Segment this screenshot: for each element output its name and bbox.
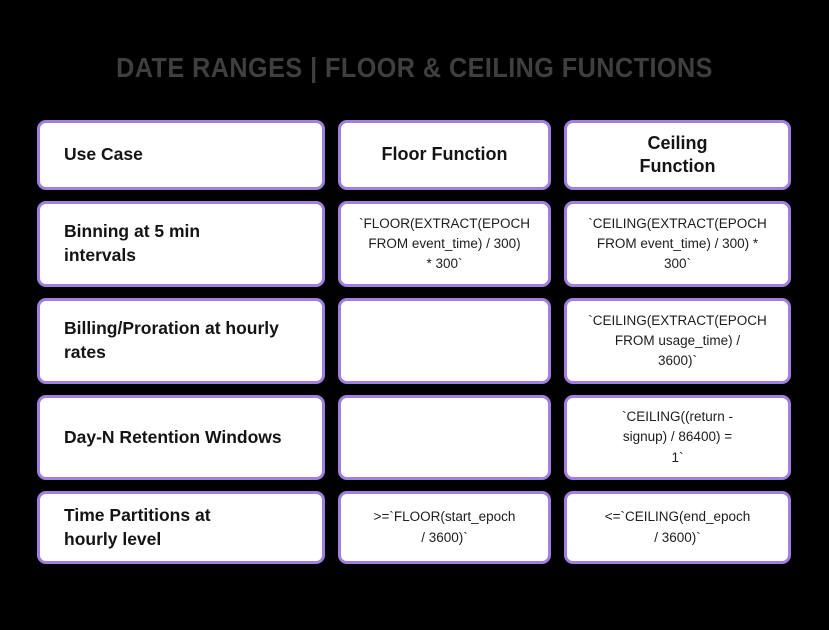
comparison-table: Use Case Floor Function Ceiling Function… [37, 120, 791, 564]
row-billing-floor-empty [338, 298, 551, 384]
row-retention-ceiling-code: `CEILING((return - signup) / 86400) = 1` [564, 395, 791, 480]
row-billing-ceiling-code: `CEILING(EXTRACT(EPOCH FROM usage_time) … [564, 298, 791, 384]
row-retention-floor-empty [338, 395, 551, 480]
row-binning-floor-code: `FLOOR(EXTRACT(EPOCH FROM event_time) / … [338, 201, 551, 287]
header-use-case: Use Case [37, 120, 325, 190]
row-billing-use-case: Billing/Proration at hourly rates [37, 298, 325, 384]
row-partitions-use-case: Time Partitions at hourly level [37, 491, 325, 564]
row-partitions-floor-code: >=`FLOOR(start_epoch / 3600)` [338, 491, 551, 564]
row-retention-use-case: Day-N Retention Windows [37, 395, 325, 480]
row-binning-use-case: Binning at 5 min intervals [37, 201, 325, 287]
page-title: DATE RANGES | FLOOR & CEILING FUNCTIONS [116, 52, 713, 83]
header-ceiling-function: Ceiling Function [564, 120, 791, 190]
row-partitions-ceiling-code: <=`CEILING(end_epoch / 3600)` [564, 491, 791, 564]
header-floor-function: Floor Function [338, 120, 551, 190]
row-binning-ceiling-code: `CEILING(EXTRACT(EPOCH FROM event_time) … [564, 201, 791, 287]
